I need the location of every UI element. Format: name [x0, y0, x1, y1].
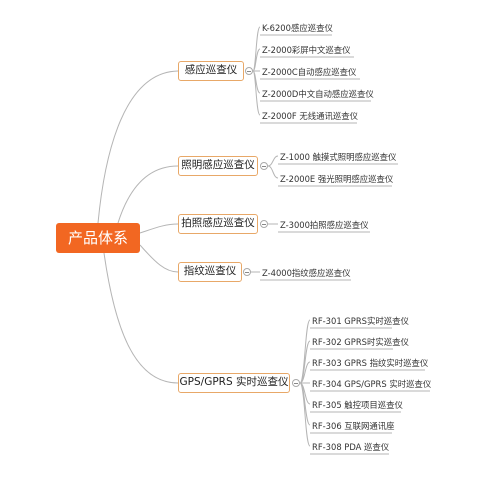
connector-root-cat-1: [97, 70, 179, 224]
connector-root-cat-2: [117, 165, 179, 224]
leaf-item[interactable]: RF-308 PDA 巡查仪: [312, 442, 390, 452]
leaf-item[interactable]: Z-2000C自动感应巡查仪: [262, 67, 357, 77]
leaf-item[interactable]: Z-2000F 无线通讯巡查仪: [262, 111, 359, 121]
collapse-toggle-icon[interactable]: [260, 220, 268, 228]
category-node-lighting-inspector[interactable]: 照明感应巡查仪: [178, 156, 258, 176]
leaf-item[interactable]: Z-2000彩屏中文巡查仪: [262, 45, 351, 55]
leaf-item[interactable]: Z-2000D中文自动感应巡查仪: [262, 89, 374, 99]
category-node-sensor-inspector[interactable]: 感应巡查仪: [178, 61, 244, 81]
connector-root-cat-4: [139, 244, 179, 273]
category-node-gps-gprs-inspector[interactable]: GPS/GPRS 实时巡查仪: [178, 373, 290, 393]
leaf-item[interactable]: Z-3000拍照感应巡查仪: [280, 220, 369, 230]
leaf-item[interactable]: RF-302 GPRS时实巡查仪: [312, 337, 409, 347]
leaf-item[interactable]: Z-2000E 强光照明感应巡查仪: [280, 174, 394, 184]
root-node[interactable]: 产品体系: [56, 223, 140, 253]
collapse-toggle-icon[interactable]: [245, 67, 253, 75]
leaf-item[interactable]: Z-4000指纹感应巡查仪: [262, 268, 351, 278]
category-node-photo-inspector[interactable]: 拍照感应巡查仪: [178, 214, 258, 234]
connector-root-cat-3: [139, 223, 179, 234]
category-node-fingerprint-inspector[interactable]: 指纹巡查仪: [178, 262, 242, 282]
connector-cat-2-leaves: [267, 155, 279, 179]
leaf-item[interactable]: Z-1000 触摸式照明感应巡查仪: [280, 152, 397, 162]
connector-cat-1-leaves: [252, 26, 261, 116]
connector-root-cat-5: [103, 252, 179, 384]
leaf-item[interactable]: K-6200感应巡查仪: [262, 23, 333, 33]
leaf-item[interactable]: RF-304 GPS/GPRS 实时巡查仪: [312, 379, 432, 389]
collapse-toggle-icon[interactable]: [292, 379, 300, 387]
leaf-item[interactable]: RF-305 触控项目巡查仪: [312, 400, 403, 410]
leaf-item[interactable]: RF-301 GPRS实时巡查仪: [312, 316, 409, 326]
connector-cat-5-leaves: [299, 319, 311, 447]
collapse-toggle-icon[interactable]: [243, 268, 251, 276]
leaf-item[interactable]: RF-306 互联网通讯座: [312, 421, 395, 431]
collapse-toggle-icon[interactable]: [260, 162, 268, 170]
leaf-item[interactable]: RF-303 GPRS 指纹实时巡查仪: [312, 358, 429, 368]
